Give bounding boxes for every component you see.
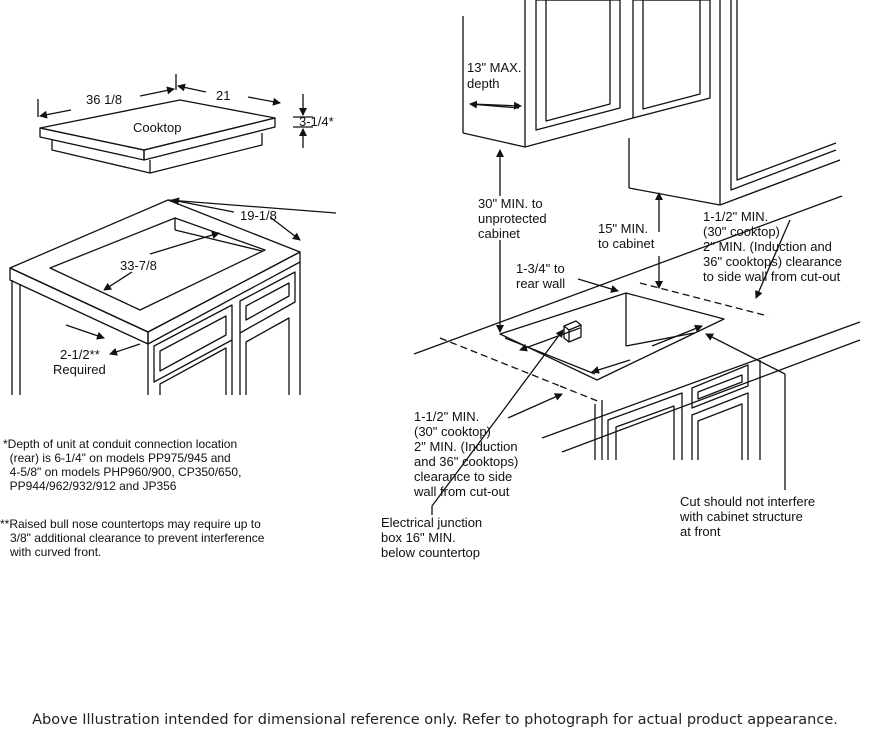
svg-text:2" MIN. (Induction: 2" MIN. (Induction xyxy=(414,439,518,454)
left-base-cabinet xyxy=(9,199,301,395)
svg-text:unprotected: unprotected xyxy=(478,211,547,226)
cutout-width-dimension: 33-7/8 xyxy=(120,258,157,273)
svg-text:15" MIN.: 15" MIN. xyxy=(598,221,648,236)
side-wall-left-label: 1-1/2" MIN. (30" cooktop) 2" MIN. (Induc… xyxy=(413,409,518,499)
depth-dimension: 21 xyxy=(216,88,230,103)
svg-text:1-1/2" MIN.: 1-1/2" MIN. xyxy=(414,409,479,424)
caption: Above Illustration intended for dimensio… xyxy=(32,712,838,728)
height-dimension: 3-1/4* xyxy=(299,114,334,129)
svg-text:(30" cooktop): (30" cooktop) xyxy=(414,424,491,439)
svg-text:2" MIN. (Induction and: 2" MIN. (Induction and xyxy=(703,239,832,254)
svg-text:to side wall from cut-out: to side wall from cut-out xyxy=(703,269,841,284)
svg-text:depth: depth xyxy=(467,76,500,91)
cooktop-label: Cooktop xyxy=(133,120,181,135)
unprotected-cabinet-label: 30" MIN. to unprotected cabinet xyxy=(478,196,547,241)
svg-text:wall from cut-out: wall from cut-out xyxy=(413,484,510,499)
svg-text:30" MIN. to: 30" MIN. to xyxy=(478,196,543,211)
cabinet-depth-label: 13" MAX. depth xyxy=(467,60,521,91)
svg-text:1-3/4" to: 1-3/4" to xyxy=(516,261,565,276)
svg-text:Electrical junction: Electrical junction xyxy=(381,515,482,530)
bullnose-footnote: **Raised bull nose countertops may requi… xyxy=(0,517,265,559)
svg-text:36" cooktops) clearance: 36" cooktops) clearance xyxy=(703,254,842,269)
depth-footnote: *Depth of unit at conduit connection loc… xyxy=(3,437,242,493)
svg-text:clearance to side: clearance to side xyxy=(414,469,512,484)
svg-text:1-1/2" MIN.: 1-1/2" MIN. xyxy=(703,209,768,224)
svg-text:with cabinet structure: with cabinet structure xyxy=(679,509,803,524)
svg-text:below countertop: below countertop xyxy=(381,545,480,560)
svg-text:and 36" cooktops): and 36" cooktops) xyxy=(414,454,518,469)
svg-text:at front: at front xyxy=(680,524,721,539)
cut-note-label: Cut should not interfere with cabinet st… xyxy=(679,494,815,539)
right-leader-lines xyxy=(431,100,791,515)
junction-box-label: Electrical junction box 16" MIN. below c… xyxy=(381,515,482,560)
side-wall-right-label: 1-1/2" MIN. (30" cooktop) 2" MIN. (Induc… xyxy=(703,209,842,284)
front-clearance-note: Required xyxy=(53,362,106,377)
front-clearance-value: 2-1/2** xyxy=(60,347,100,362)
cooktop-illustration xyxy=(39,99,276,174)
to-cabinet-label: 15" MIN. to cabinet xyxy=(598,221,655,251)
svg-text:box 16" MIN.: box 16" MIN. xyxy=(381,530,456,545)
svg-text:cabinet: cabinet xyxy=(478,226,520,241)
upper-cabinets xyxy=(462,0,841,206)
svg-text:Cut should not interfere: Cut should not interfere xyxy=(680,494,815,509)
width-dimension: 36 1/8 xyxy=(86,92,122,107)
svg-text:to cabinet: to cabinet xyxy=(598,236,655,251)
right-base-cabinet xyxy=(594,360,761,460)
svg-text:rear wall: rear wall xyxy=(516,276,565,291)
svg-text:13" MAX.: 13" MAX. xyxy=(467,60,521,75)
cutout-depth-dimension: 19-1/8 xyxy=(240,208,277,223)
svg-text:(30" cooktop): (30" cooktop) xyxy=(703,224,780,239)
cooktop-dimension-lines xyxy=(37,74,313,148)
rear-wall-label: 1-3/4" to rear wall xyxy=(516,261,565,291)
left-cabinet-dimension-lines xyxy=(65,197,337,356)
